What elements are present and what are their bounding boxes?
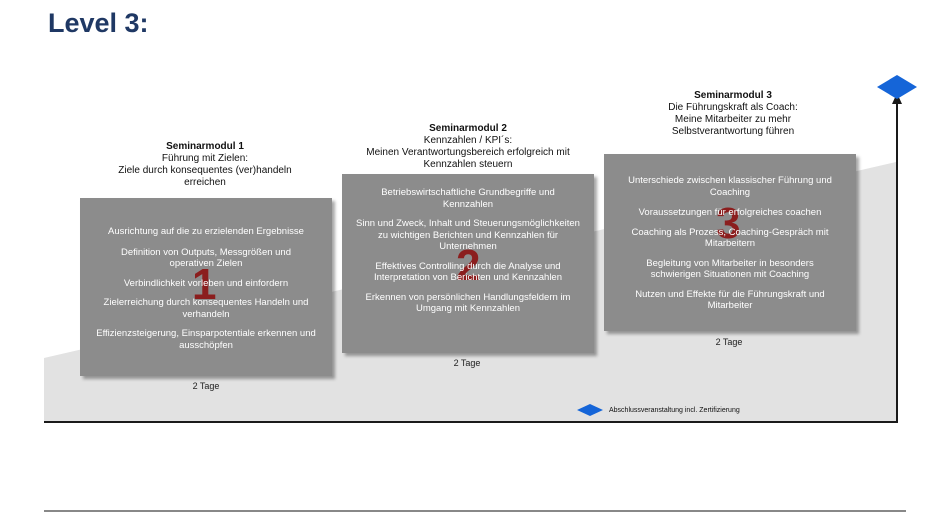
module-2-item: Sinn und Zweck, Inhalt und Steuerungsmög… <box>356 218 580 252</box>
legend-diamond-icon <box>577 404 603 416</box>
module-2-item: Erkennen von persönlichen Handlungsfelde… <box>365 291 571 315</box>
module-2-item: Effektives Controlling durch die Analyse… <box>373 260 563 284</box>
module-2-duration: 2 Tage <box>453 358 481 368</box>
module-2-box: 2 Betriebswirtschaftliche Grundbegriffe … <box>342 174 594 353</box>
module-1-subtitle-line: Ziele durch konsequentes (ver)handeln <box>118 165 292 176</box>
module-1-item: Ausrichtung auf die zu erzielenden Ergeb… <box>108 226 304 237</box>
module-2-name: Seminarmodul 2 <box>429 123 507 134</box>
module-2-subtitle-line: Meinen Verantwortungsbereich erfolgreich… <box>366 147 570 158</box>
module-1-item: Definition von Outputs, Messgrößen und o… <box>120 246 292 270</box>
module-3-subtitle-line: Die Führungskraft als Coach: <box>668 102 798 113</box>
module-1-item: Verbindlichkeit vorleben und einfordern <box>123 277 289 289</box>
module-3-item: Unterschiede zwischen klassischer Führun… <box>628 175 832 198</box>
module-3-item: Coaching als Prozess, Coaching-Gespräch … <box>631 226 829 250</box>
legend-label: Abschlussveranstaltung incl. Zertifizier… <box>609 407 740 414</box>
module-2-subtitle-line: Kennzahlen / KPI´s: <box>423 135 513 146</box>
module-1-duration: 2 Tage <box>192 381 220 391</box>
module-3-item: Voraussetzungen für erfolgreiches coache… <box>638 207 822 218</box>
module-2-item: Betriebswirtschaftliche Grundbegriffe un… <box>381 187 555 210</box>
module-3-name: Seminarmodul 3 <box>694 90 772 101</box>
module-1-item: Zielerreichung durch konsequentes Handel… <box>103 297 309 320</box>
module-3-box: 3 Unterschiede zwischen klassischer Führ… <box>604 154 856 331</box>
module-3-duration: 2 Tage <box>715 337 743 347</box>
module-1-header: Seminarmodul 1 Führung mit Zielen: Ziele… <box>95 141 315 189</box>
module-3-subtitle-line: Meine Mitarbeiter zu mehr <box>674 114 792 125</box>
module-1-box: 1 Ausrichtung auf die zu erzielenden Erg… <box>80 198 332 376</box>
page-title: Level 3: <box>48 8 149 38</box>
module-3-number: 3 <box>716 199 741 248</box>
module-1-item: Effizienzsteigerung, Einsparpotentiale e… <box>96 328 316 351</box>
goal-diamond-icon <box>877 75 917 99</box>
module-1-number: 1 <box>192 260 217 309</box>
module-1-subtitle-line: erreichen <box>184 177 226 188</box>
module-1-subtitle-line: Führung mit Zielen: <box>161 153 249 164</box>
module-3-header: Seminarmodul 3 Die Führungskraft als Coa… <box>615 90 851 138</box>
module-2-number: 2 <box>456 241 481 290</box>
module-3-item: Begleitung von Mitarbeiter in besonders … <box>646 257 814 281</box>
module-3-item: Nutzen und Effekte für die Führungskraft… <box>635 288 825 312</box>
module-1-name: Seminarmodul 1 <box>166 141 244 152</box>
module-2-header: Seminarmodul 2 Kennzahlen / KPI´s: Meine… <box>343 123 593 171</box>
module-2-subtitle-line: Kennzahlen steuern <box>423 159 513 170</box>
module-3-subtitle-line: Selbstverantwortung führen <box>671 126 795 137</box>
